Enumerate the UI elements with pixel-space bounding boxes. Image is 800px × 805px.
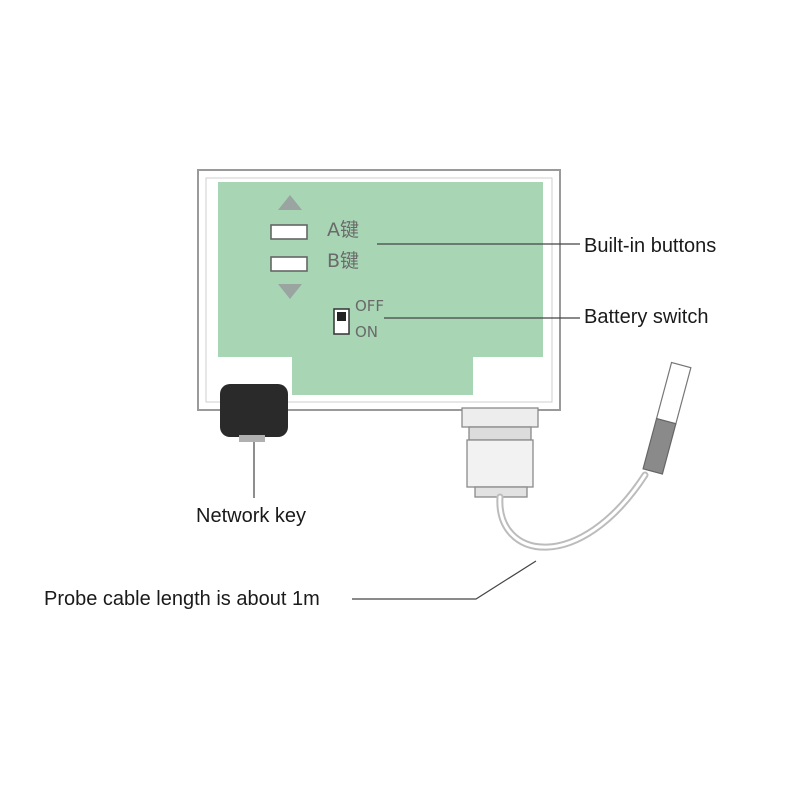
enclosure-inner-frame [205, 177, 553, 403]
built-in-button-a[interactable] [270, 224, 308, 240]
callout-built-in-buttons: Built-in buttons [584, 235, 717, 257]
connector-top-nut [461, 407, 539, 428]
connector-body [466, 439, 534, 488]
switch-off-label: OFF [355, 297, 385, 315]
network-key-stem [239, 435, 265, 442]
callout-probe-cable: Probe cable length is about 1m [44, 588, 320, 610]
network-key[interactable] [220, 384, 288, 437]
battery-switch-knob [337, 312, 346, 321]
button-b-label: B键 [327, 250, 360, 272]
callout-battery-switch: Battery switch [584, 306, 709, 328]
built-in-button-b[interactable] [270, 256, 308, 272]
probe-cable-core [498, 473, 647, 549]
switch-on-label: ON [355, 323, 379, 341]
arrow-down-icon [278, 284, 302, 299]
connector-neck [468, 426, 532, 441]
callout-network-key: Network key [196, 505, 307, 527]
temperature-probe [642, 361, 692, 475]
arrow-up-icon [278, 195, 302, 210]
leader-line-cable [352, 560, 537, 600]
button-a-label: A键 [327, 219, 359, 241]
